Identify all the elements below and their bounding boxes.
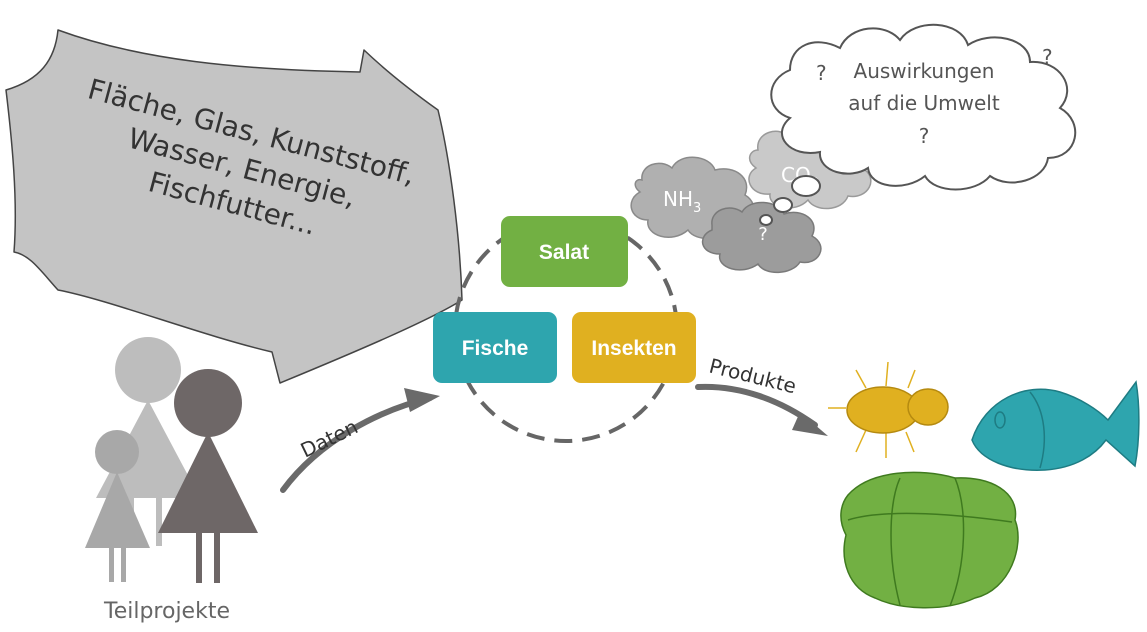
daten-arrow [280, 388, 440, 493]
thought-bubble: ? ? Auswirkungen auf die Umwelt ? [759, 23, 1077, 226]
thought-question-right: ? [1042, 45, 1053, 69]
lettuce-icon [840, 471, 1019, 609]
dark-person-icon [158, 369, 258, 583]
thought-line-1: Auswirkungen [854, 59, 995, 83]
produkte-arrow [695, 383, 828, 436]
nh3-text: NH3 [663, 187, 701, 216]
insekten-label: Insekten [591, 337, 676, 360]
thought-question-left: ? [816, 61, 827, 85]
thought-question-bottom: ? [919, 124, 930, 148]
fische-label: Fische [462, 337, 529, 360]
child-person-icon [85, 430, 150, 582]
salat-box: Salat [501, 216, 628, 287]
fish-icon [971, 380, 1140, 471]
unknown-emission-cloud: ? [701, 201, 822, 274]
daten-label: Daten [297, 414, 362, 462]
resource-input-arrow [5, 29, 463, 384]
people-group-icon [85, 337, 258, 583]
light-person-icon [96, 337, 200, 546]
insect-icon [828, 361, 949, 458]
thought-line-2: auf die Umwelt [848, 91, 1000, 115]
unknown-emission-text: ? [758, 224, 768, 245]
insekten-box: Insekten [572, 312, 696, 383]
salat-label: Salat [539, 241, 589, 264]
fische-box: Fische [433, 312, 557, 383]
teilprojekte-label: Teilprojekte [103, 599, 230, 624]
